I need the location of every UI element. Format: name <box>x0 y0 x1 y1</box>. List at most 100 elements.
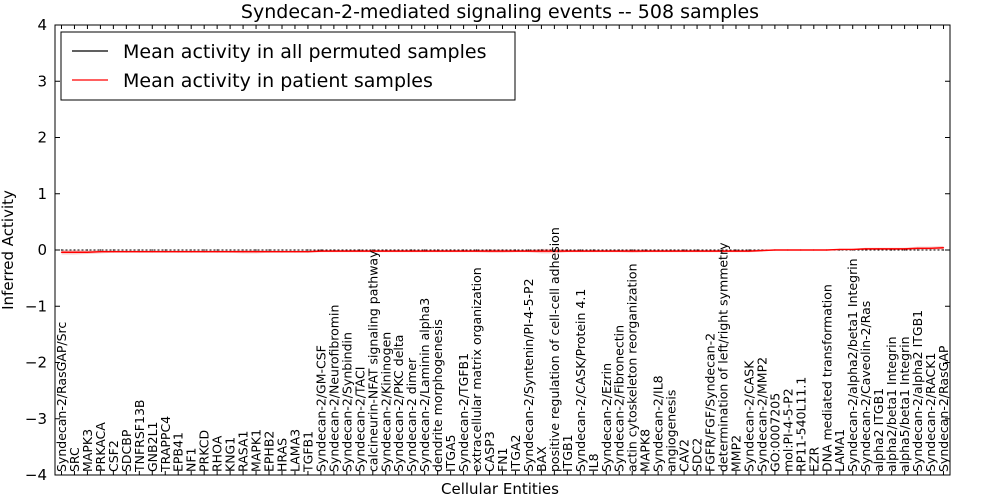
x-tick-label: KNG1 <box>223 437 238 472</box>
x-tick-label: TRAPPC4 <box>158 416 173 473</box>
x-tick-label: HRAS <box>274 438 289 472</box>
x-tick-label: MAPK8 <box>638 429 653 472</box>
patient-series-point <box>488 250 491 252</box>
permuted-series-point <box>216 249 218 251</box>
patient-series-point <box>281 251 283 253</box>
permuted-series-point <box>904 249 906 251</box>
y-tick-label: 3 <box>37 72 47 90</box>
patient-series-point <box>735 250 737 252</box>
permuted-series-point <box>631 249 633 251</box>
permuted-series-point <box>385 249 387 251</box>
patient-series-point <box>411 250 413 252</box>
patient-series-point <box>916 247 919 249</box>
patient-series-point <box>839 248 841 251</box>
permuted-series-point <box>748 249 750 251</box>
x-tick-label: GNB2L1 <box>145 422 160 472</box>
patient-series-point <box>670 250 672 252</box>
patient-series-point <box>86 251 89 253</box>
x-tick-label: dendrite morphogenesis <box>430 319 445 472</box>
patient-series-point <box>60 251 63 253</box>
patient-series-point <box>99 251 101 253</box>
permuted-series-point <box>359 249 361 251</box>
x-tick-label: RP11-540L11.1 <box>793 377 808 472</box>
patient-series-point <box>190 251 192 253</box>
patient-series-point <box>424 250 426 252</box>
patient-series-point <box>514 250 517 252</box>
patient-series-point <box>878 248 880 250</box>
permuted-series-point <box>916 249 919 251</box>
patient-series-point <box>112 251 114 253</box>
x-tick-label: EPB41 <box>171 432 186 472</box>
patient-series-point <box>942 247 945 249</box>
permuted-series-point <box>242 249 244 251</box>
x-tick-label: Syndecan-2 dimer <box>404 357 419 472</box>
patient-series-point <box>177 251 179 253</box>
y-tick-label: 4 <box>37 16 47 34</box>
x-tick-label: Syndecan-2/Neurofibromin <box>326 305 341 472</box>
x-tick-label: IL8 <box>586 453 601 472</box>
patient-series-point <box>216 251 218 253</box>
y-tick-label: −3 <box>25 410 47 428</box>
patient-series-point <box>774 249 776 251</box>
permuted-series-point <box>618 249 620 251</box>
x-tick-label: Syndecan-2/TGFB1 <box>456 353 471 472</box>
permuted-series-point <box>151 249 153 251</box>
x-tick-label: extracellular matrix organization <box>469 267 484 472</box>
chart-title: Syndecan-2-mediated signaling events -- … <box>241 1 759 23</box>
x-tick-label: LAMA1 <box>832 429 847 472</box>
patient-series-point <box>709 250 711 252</box>
permuted-series-point <box>86 249 89 251</box>
patient-series-point <box>475 250 478 252</box>
patient-series-point <box>852 248 854 251</box>
x-tick-label: BAX <box>534 446 549 472</box>
permuted-series-point <box>372 249 374 251</box>
x-tick-label: Syndecan-2/RasGAP <box>936 345 951 472</box>
x-tick-label: PRKCD <box>197 430 212 472</box>
y-tick-label: 0 <box>37 241 47 259</box>
patient-series-point <box>618 250 620 252</box>
patient-series-point <box>268 251 270 253</box>
permuted-series-point <box>229 249 231 251</box>
patient-series-point <box>800 249 802 251</box>
x-tick-label: FGFR/FGF/Syndecan-2 <box>703 333 718 472</box>
x-tick-label: Syndecan-2/Fibronectin <box>612 325 627 472</box>
patient-series-point <box>826 249 828 251</box>
patient-series-point <box>748 250 750 252</box>
permuted-series-point <box>553 249 555 251</box>
x-tick-label: GO:0007205 <box>767 393 782 472</box>
x-tick-label: Syndecan-2/TACI <box>352 367 367 472</box>
x-tick-label: FN1 <box>495 448 510 473</box>
patient-series-point <box>255 251 257 253</box>
x-tick-label: CASP3 <box>482 431 497 472</box>
x-tick-label: ITGA5 <box>443 434 458 472</box>
x-tick-label: PRKACA <box>93 422 108 472</box>
x-tick-label: Syndecan-2/Kininogen <box>378 332 393 472</box>
x-tick-label: EZR <box>806 447 821 472</box>
patient-series-point <box>579 250 581 252</box>
x-tick-label: RHOA <box>210 435 225 472</box>
x-tick-label: Syndecan-2/Synbindin <box>339 332 354 472</box>
permuted-series-point <box>865 249 867 251</box>
x-tick-label: alpha2/beta1 Integrin <box>884 336 899 472</box>
permuted-series-point <box>268 249 270 251</box>
x-tick-label: ITGB1 <box>560 434 575 472</box>
permuted-series-point <box>514 249 517 251</box>
permuted-series-point <box>878 249 880 251</box>
permuted-series-point <box>891 249 893 251</box>
permuted-series-point <box>735 249 737 251</box>
permuted-series-point <box>203 249 205 251</box>
patient-series-point <box>865 248 867 250</box>
permuted-series-point <box>475 249 478 251</box>
permuted-series-point <box>462 249 465 251</box>
patient-series-point <box>891 248 893 250</box>
x-tick-label: TNFRSF13B <box>132 400 147 473</box>
patient-series-point <box>566 250 568 252</box>
patient-series-point <box>385 250 387 252</box>
patient-series-point <box>372 250 374 252</box>
permuted-series-point <box>527 249 530 251</box>
patient-series-point <box>242 251 244 253</box>
patient-series-point <box>164 251 166 253</box>
patient-series-point <box>527 250 530 252</box>
x-tick-label: actin cytoskeleton reorganization <box>625 263 640 472</box>
x-tick-label: Syndecan-2/GM-CSF <box>313 345 328 472</box>
